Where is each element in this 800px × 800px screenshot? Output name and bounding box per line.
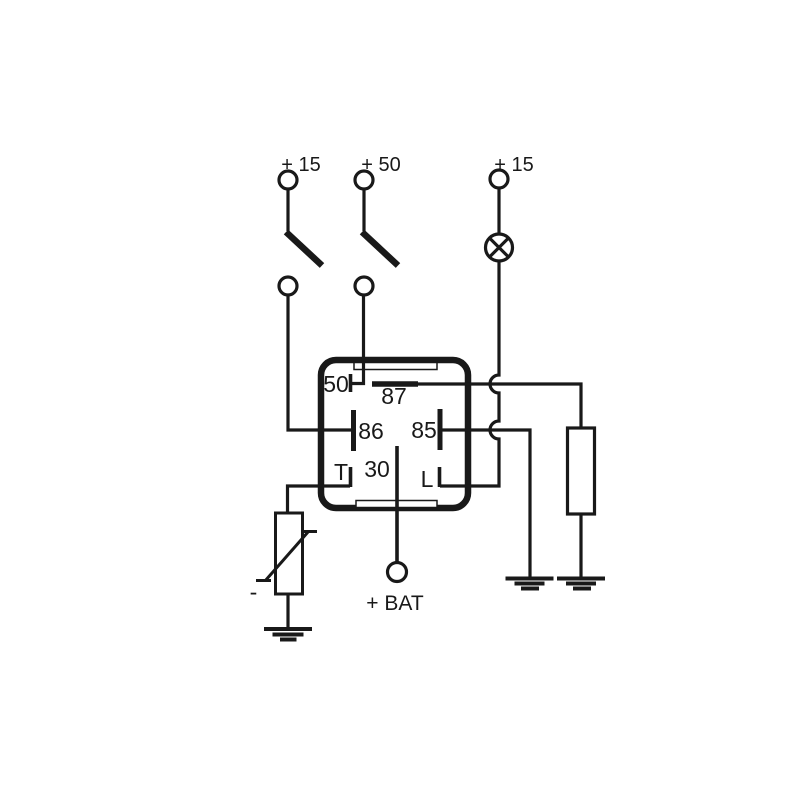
wire-T-to-sensor	[285, 484, 350, 513]
terminal-label-bat: + BAT	[366, 592, 424, 615]
pin-label-86: 86	[358, 418, 384, 444]
switch-branch-50: + 50	[352, 154, 401, 386]
wire-to-pin-L-with-hops	[440, 261, 501, 488]
resistor-branch	[557, 426, 605, 591]
switch-blade-icon	[359, 229, 401, 268]
terminal-circle-icon	[353, 169, 375, 191]
terminal-circle-icon	[385, 560, 409, 584]
terminal-circle-icon	[488, 168, 510, 190]
relay-pins: 50 87 86 85 T 30 L	[285, 371, 583, 577]
switch-blade-icon	[283, 229, 325, 268]
resistor-icon	[565, 426, 597, 516]
relay-top-slot	[353, 361, 438, 371]
wire-87-to-resistor	[417, 382, 583, 428]
pin-label-L: L	[421, 466, 434, 492]
variable-resistor-sensor-icon: -	[250, 511, 317, 642]
terminal-circle-icon	[277, 275, 299, 297]
lamp-icon	[483, 232, 515, 263]
wire-85-to-ground	[442, 428, 532, 577]
terminal-circle-icon	[277, 169, 299, 191]
battery-terminal: + BAT	[366, 560, 424, 615]
wire-to-pin-50	[352, 295, 366, 386]
terminal-circle-icon	[353, 275, 375, 297]
pin-label-85: 85	[411, 417, 437, 443]
switch-branch-15-left: + 15	[277, 154, 353, 432]
sensor-minus-mark: -	[250, 579, 258, 605]
lamp-cross	[488, 236, 510, 259]
pin-label-T: T	[334, 459, 348, 485]
pin-label-50: 50	[323, 371, 349, 397]
lamp-branch-15-right: + 15	[440, 154, 534, 488]
ground-icon	[505, 576, 554, 591]
wire-to-pin-86	[286, 295, 353, 432]
sensor-diagonal	[263, 531, 310, 582]
ground-icon	[557, 576, 605, 591]
terminal-label-50: + 50	[361, 154, 400, 176]
pin-label-87: 87	[381, 383, 407, 409]
pin-label-30: 30	[364, 456, 390, 482]
ground-icon	[264, 627, 312, 642]
